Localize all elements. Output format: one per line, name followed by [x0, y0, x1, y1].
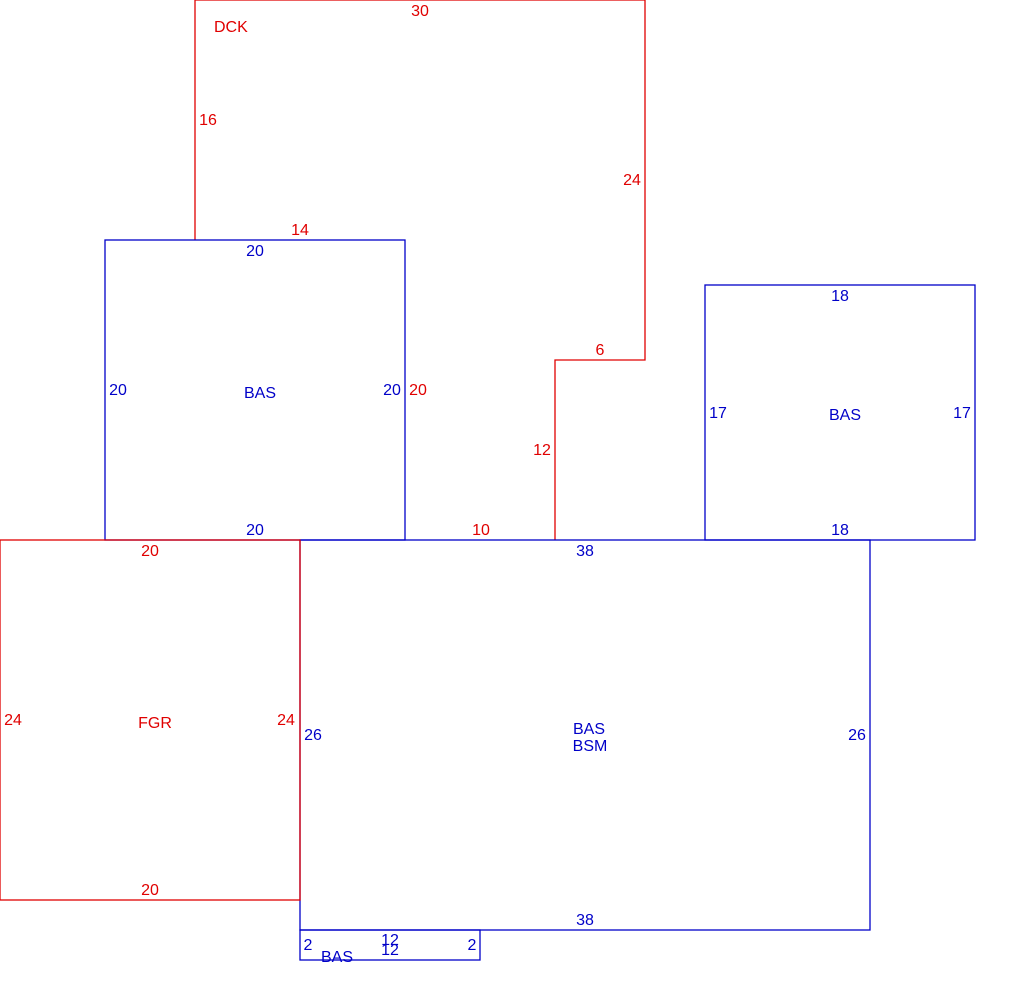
bay-side-right: 2: [468, 937, 477, 954]
main-side-left: 26: [304, 727, 322, 744]
garage-side-right: 24: [277, 712, 295, 729]
main-side-top: 38: [576, 543, 594, 560]
bas-upper-left-side-top: 20: [246, 243, 264, 260]
main-side-bottom: 38: [576, 912, 594, 929]
bas-upper-left-side-left: 20: [109, 382, 127, 399]
bas-upper-left-code-label: BAS: [244, 385, 276, 402]
bay-outline: [299, 929, 481, 961]
bay-side-top: 12: [381, 932, 399, 949]
bas-upper-left-side-right: 20: [383, 382, 401, 399]
bas-right-side-bottom: 18: [831, 522, 849, 539]
deck-code-label: DCK: [214, 19, 248, 36]
bas-right-code-label: BAS: [829, 407, 861, 424]
deck-side-step: 6: [596, 342, 605, 359]
bas-right-side-top: 18: [831, 288, 849, 305]
garage-outline: [0, 539, 301, 901]
bas-upper-left-side-bottom: 20: [246, 522, 264, 539]
bay-code-label: BAS: [321, 949, 353, 966]
deck-outline: [194, 0, 646, 540]
main-code-label: BAS: [573, 721, 605, 738]
bas-right-side-left: 17: [709, 405, 727, 422]
deck-side-right: 24: [623, 172, 641, 189]
deck-side-bottom: 10: [472, 522, 490, 539]
garage-side-left: 24: [4, 712, 22, 729]
deck-side-left-lower: 20: [409, 382, 427, 399]
main-code2-label: BSM: [573, 738, 608, 755]
deck-side-left-top: 14: [291, 222, 309, 239]
garage-side-top: 20: [141, 543, 159, 560]
deck-side-left: 16: [199, 112, 217, 129]
bas-right-side-right: 17: [953, 405, 971, 422]
bay-side-bottom: 12: [381, 942, 399, 959]
garage-side-bottom: 20: [141, 882, 159, 899]
bay-side-left: 2: [304, 937, 313, 954]
deck-side-inner: 12: [533, 442, 551, 459]
garage-code-label: FGR: [138, 715, 172, 732]
main-side-right: 26: [848, 727, 866, 744]
deck-side-top: 30: [411, 3, 429, 20]
